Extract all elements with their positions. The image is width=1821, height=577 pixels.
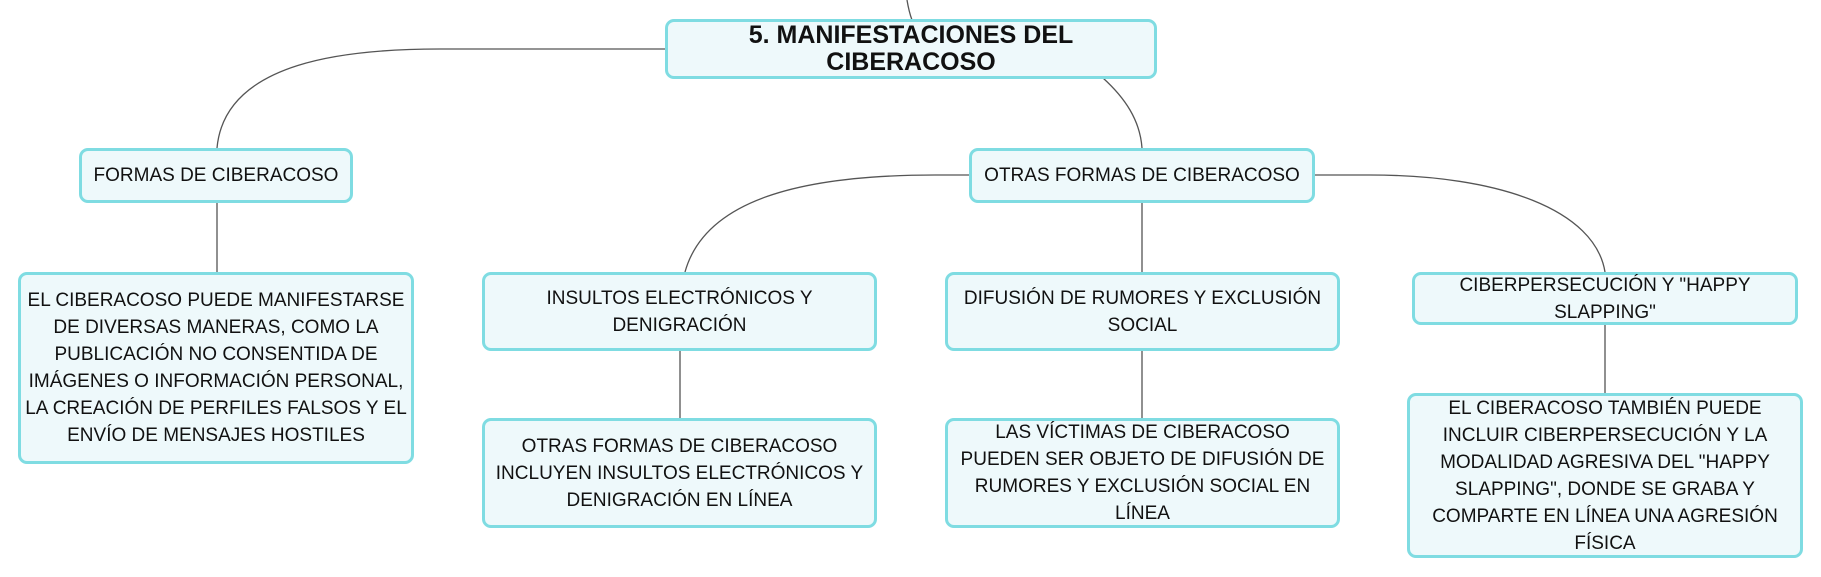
formas-node[interactable]: FORMAS DE CIBERACOSO — [79, 148, 353, 203]
root-node[interactable]: 5. MANIFESTACIONES DEL CIBERACOSO — [665, 19, 1157, 79]
otras-node[interactable]: OTRAS FORMAS DE CIBERACOSO — [969, 148, 1315, 203]
connector-otras-to-insultos — [684, 174, 972, 273]
insultos-node[interactable]: INSULTOS ELECTRÓNICOS Y DENIGRACIÓN — [482, 272, 877, 351]
formas-detail-node[interactable]: EL CIBERACOSO PUEDE MANIFESTARSE DE DIVE… — [18, 272, 414, 464]
rumores-node-label: DIFUSIÓN DE RUMORES Y EXCLUSIÓN SOCIAL — [963, 287, 1322, 336]
connector-otras-to-persecucion — [1315, 174, 1606, 273]
connector-parent-to-root — [906, 0, 913, 21]
insultos-node-label: INSULTOS ELECTRÓNICOS Y DENIGRACIÓN — [546, 287, 813, 336]
persecucion-node[interactable]: CIBERPERSECUCIÓN Y "HAPPY SLAPPING" — [1412, 272, 1798, 325]
formas-detail-label: EL CIBERACOSO PUEDE MANIFESTARSE DE DIVE… — [25, 290, 407, 446]
persecucion-detail-node[interactable]: EL CIBERACOSO TAMBIÉN PUEDE INCLUIR CIBE… — [1407, 393, 1803, 558]
persecucion-detail-label: EL CIBERACOSO TAMBIÉN PUEDE INCLUIR CIBE… — [1432, 397, 1778, 554]
insultos-detail-label: OTRAS FORMAS DE CIBERACOSO INCLUYEN INSU… — [495, 435, 864, 511]
rumores-detail-label: LAS VÍCTIMAS DE CIBERACOSO PUEDEN SER OB… — [960, 422, 1325, 524]
connector-root-to-otras — [1102, 77, 1143, 149]
persecucion-node-label: CIBERPERSECUCIÓN Y "HAPPY SLAPPING" — [1459, 274, 1751, 323]
root-node-label: 5. MANIFESTACIONES DEL CIBERACOSO — [748, 21, 1074, 76]
rumores-detail-node[interactable]: LAS VÍCTIMAS DE CIBERACOSO PUEDEN SER OB… — [945, 418, 1340, 528]
rumores-node[interactable]: DIFUSIÓN DE RUMORES Y EXCLUSIÓN SOCIAL — [945, 272, 1340, 351]
otras-node-label: OTRAS FORMAS DE CIBERACOSO — [984, 165, 1300, 186]
connector-root-to-formas — [216, 48, 667, 149]
insultos-detail-node[interactable]: OTRAS FORMAS DE CIBERACOSO INCLUYEN INSU… — [482, 418, 877, 528]
formas-node-label: FORMAS DE CIBERACOSO — [93, 165, 339, 186]
